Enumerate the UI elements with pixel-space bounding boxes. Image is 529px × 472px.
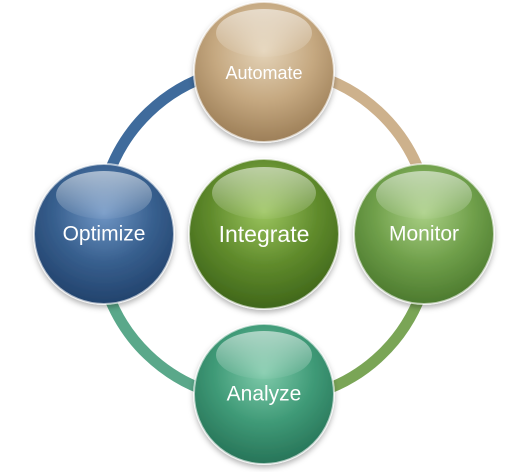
node-analyze xyxy=(193,323,335,465)
node-monitor-label: Monitor xyxy=(389,223,459,246)
center-node-label: Integrate xyxy=(219,221,310,247)
center-node-integrate xyxy=(188,158,340,310)
node-monitor xyxy=(353,163,495,305)
node-automate-label: Automate xyxy=(225,63,302,83)
ring-segment-analyze-optimize xyxy=(102,288,216,398)
node-optimize xyxy=(33,163,175,305)
node-analyze-label: Analyze xyxy=(227,383,302,406)
node-optimize-label: Optimize xyxy=(63,223,146,246)
node-automate xyxy=(193,1,335,143)
ring-segment-monitor-analyze xyxy=(313,288,427,398)
